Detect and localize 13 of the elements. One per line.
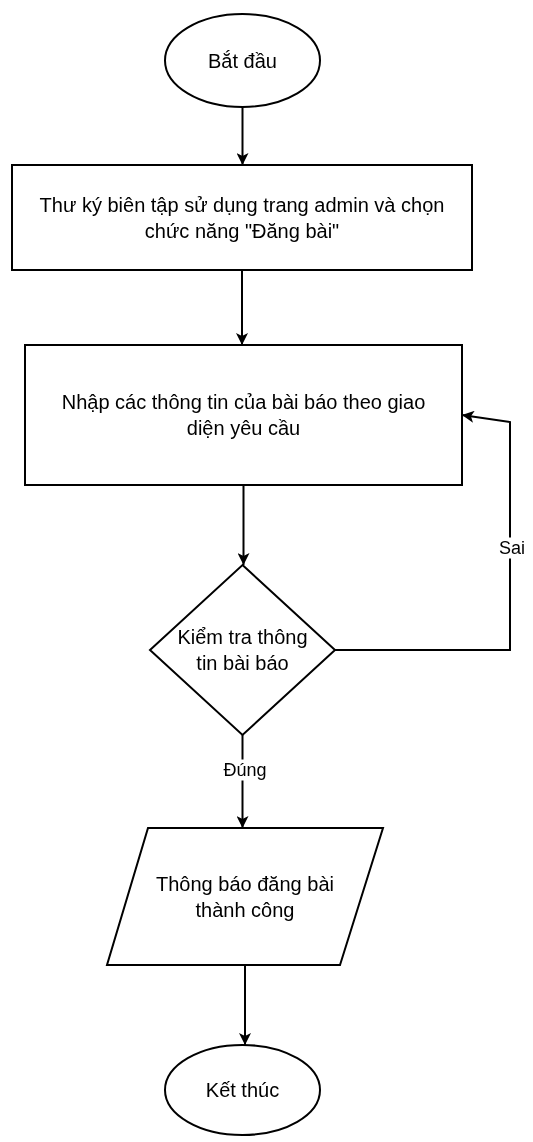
arrow <box>236 106 249 166</box>
edge-label: Sai <box>497 537 527 559</box>
start-terminal: Bắt đầu <box>165 14 320 107</box>
edge-label: Đúng <box>221 759 269 781</box>
decision-diamond: Kiểm tra thông tin bài báo <box>150 565 335 735</box>
arrow <box>237 484 250 566</box>
arrow <box>334 410 511 651</box>
process-box: Nhập các thông tin của bài báo theo giao diện yêu cầu <box>25 345 462 485</box>
process-box: Thư ký biên tập sử dụng trang admin và chọn chức năng "Đăng bài" <box>12 165 472 270</box>
end-terminal: Kết thúc <box>165 1045 320 1135</box>
output-parallelogram: Thông báo đăng bài thành công <box>107 828 383 965</box>
arrow <box>239 964 251 1046</box>
arrow <box>236 269 248 346</box>
